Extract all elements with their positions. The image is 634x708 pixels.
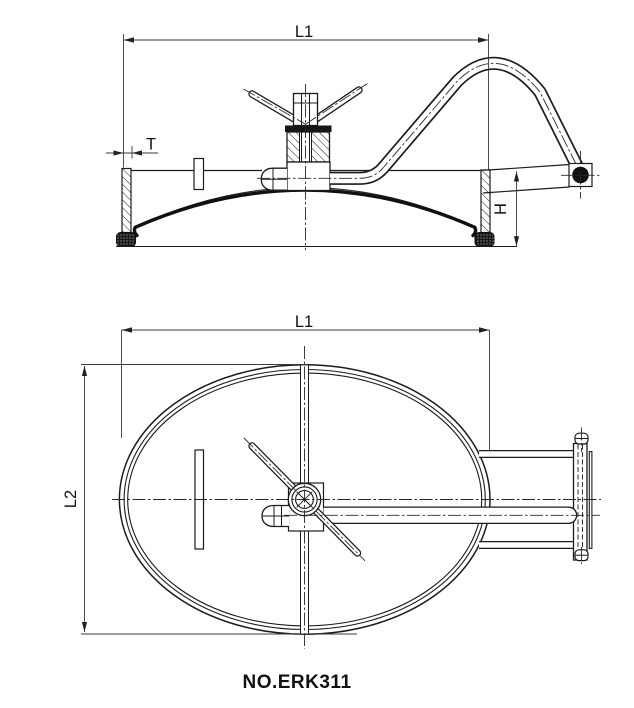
side-dim-l1-label: L1 <box>295 23 313 41</box>
right-wall-section <box>480 169 491 234</box>
left-wall-section <box>121 167 132 234</box>
side-dim-t: T <box>106 136 158 159</box>
seal-band <box>285 125 332 132</box>
hinge-bolt-top <box>574 427 589 452</box>
right-gasket-foot <box>474 232 495 247</box>
hinge-plate <box>572 442 588 561</box>
spindle-housing <box>286 161 331 192</box>
latch-bolt-side <box>260 167 287 191</box>
hinge-flange-strip <box>588 451 593 549</box>
latch-bolt-plan <box>261 504 289 528</box>
plan-dim-l2-label: L2 <box>62 490 80 508</box>
spoke-centerlines <box>243 83 368 125</box>
handwheel-side <box>243 83 368 192</box>
swing-arm-side <box>257 56 585 185</box>
hinge-pivot-side <box>561 151 600 199</box>
side-dim-t-label: T <box>146 136 156 154</box>
side-dim-h: H <box>492 171 520 247</box>
part-number-label: NO.ERK311 <box>242 672 351 693</box>
hinge-bracket-side <box>482 163 570 194</box>
plan-dim-l2: L2 <box>62 364 357 635</box>
side-dim-h-label: H <box>492 203 510 215</box>
side-dim-l1: L1 <box>123 23 489 170</box>
left-gasket-foot <box>116 232 136 247</box>
plan-view: L1 L2 <box>62 313 601 649</box>
hub-cross <box>296 491 313 508</box>
dished-head <box>132 187 478 238</box>
plan-dim-l1: L1 <box>121 313 490 451</box>
plan-dim-l1-label: L1 <box>295 313 313 331</box>
handwheel-spoke-left <box>248 90 301 125</box>
hinge-bolt-bottom <box>574 547 589 564</box>
hinge-bracket-plan <box>479 427 593 564</box>
handwheel-spoke-right <box>310 86 363 125</box>
gasket-lug <box>193 157 205 191</box>
side-view: L1 T H <box>106 23 600 250</box>
gland-nut <box>286 131 331 163</box>
